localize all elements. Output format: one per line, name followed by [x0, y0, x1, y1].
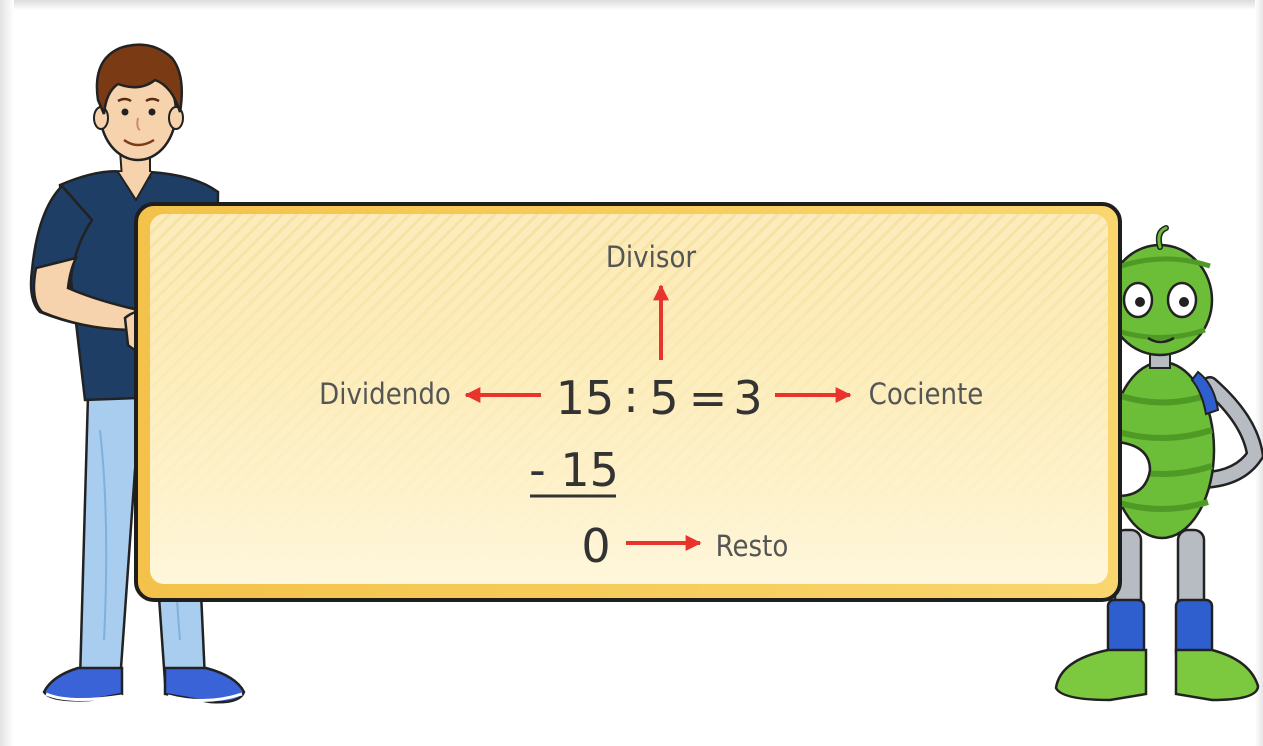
dividend-label: Dividendo — [319, 377, 451, 411]
equals-sign: = — [689, 371, 728, 425]
quotient-label: Cociente — [869, 377, 984, 411]
frame-left-edge — [0, 0, 14, 746]
divisor-value: 5 — [649, 371, 678, 425]
frame-right-edge — [1255, 0, 1263, 746]
quotient-value: 3 — [733, 371, 762, 425]
division-sign: : — [623, 369, 639, 423]
remainder-label: Resto — [716, 529, 789, 563]
sign-board — [134, 202, 1122, 602]
remainder-value: 0 — [581, 519, 610, 573]
subtraction-line: - 15 — [529, 443, 619, 497]
dividend-value: 15 — [556, 371, 615, 425]
divisor-label: Divisor — [606, 240, 697, 274]
frame-top-edge — [0, 0, 1263, 10]
